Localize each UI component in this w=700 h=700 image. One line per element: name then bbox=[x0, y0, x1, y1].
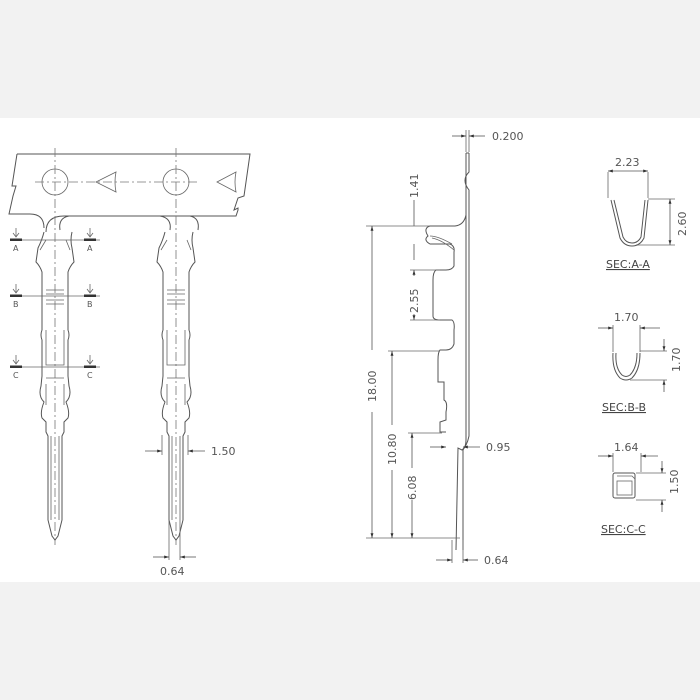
svg-text:1.64: 1.64 bbox=[614, 441, 639, 454]
svg-text:2.55: 2.55 bbox=[408, 289, 421, 314]
technical-drawing: A A B B C C 1.50 bbox=[8, 130, 689, 578]
svg-text:6.08: 6.08 bbox=[406, 476, 419, 501]
svg-text:10.80: 10.80 bbox=[386, 434, 399, 466]
dimension-1-50: 1.50 bbox=[145, 435, 236, 458]
svg-text:0.95: 0.95 bbox=[486, 441, 511, 454]
svg-text:1.50: 1.50 bbox=[211, 445, 236, 458]
svg-text:2.60: 2.60 bbox=[676, 212, 689, 237]
svg-text:0.64: 0.64 bbox=[160, 565, 185, 578]
svg-text:C: C bbox=[87, 371, 93, 380]
side-view: 0.200 1.41 2.55 18.00 10.80 bbox=[366, 130, 524, 567]
svg-text:1.70: 1.70 bbox=[670, 348, 683, 373]
section-a-a: 2.23 2.60 SEC:A-A bbox=[606, 156, 689, 271]
terminal-left bbox=[35, 231, 75, 541]
section-c-c: 1.64 1.50 SEC:C-C bbox=[598, 441, 681, 536]
dimension-2-55: 2.55 bbox=[408, 269, 440, 321]
svg-text:B: B bbox=[13, 300, 19, 309]
dimension-0-64-front: 0.64 bbox=[153, 520, 196, 578]
section-b-b: 1.70 1.70 SEC:B-B bbox=[598, 311, 683, 414]
svg-text:1.41: 1.41 bbox=[408, 174, 421, 199]
section-marker-b: B B bbox=[10, 284, 100, 309]
dimension-6-08: 6.08 bbox=[406, 432, 442, 538]
dimension-0-64-side: 0.64 bbox=[436, 540, 509, 567]
triangle-mark-icon bbox=[216, 171, 237, 193]
svg-text:SEC:A-A: SEC:A-A bbox=[606, 258, 650, 271]
front-view: A A B B C C 1.50 bbox=[8, 148, 251, 578]
drawing-canvas: A A B B C C 1.50 bbox=[0, 118, 700, 582]
svg-text:0.200: 0.200 bbox=[492, 130, 524, 143]
svg-text:SEC:B-B: SEC:B-B bbox=[602, 401, 646, 414]
svg-text:1.70: 1.70 bbox=[614, 311, 639, 324]
svg-text:A: A bbox=[13, 244, 19, 253]
dimension-1-41: 1.41 bbox=[408, 174, 421, 260]
svg-text:C: C bbox=[13, 371, 19, 380]
terminal-right bbox=[156, 231, 196, 541]
section-marker-a: A A bbox=[10, 228, 100, 253]
svg-text:2.23: 2.23 bbox=[615, 156, 640, 169]
svg-text:0.64: 0.64 bbox=[484, 554, 509, 567]
dimension-10-80: 10.80 bbox=[386, 350, 440, 538]
svg-text:A: A bbox=[87, 244, 93, 253]
dimension-0-95: 0.95 bbox=[430, 441, 511, 454]
dimension-0-200: 0.200 bbox=[452, 130, 524, 152]
svg-text:1.50: 1.50 bbox=[668, 470, 681, 495]
section-marker-c: C C bbox=[10, 355, 100, 380]
dimension-18-00: 18.00 bbox=[366, 225, 460, 539]
svg-text:SEC:C-C: SEC:C-C bbox=[601, 523, 646, 536]
svg-text:B: B bbox=[87, 300, 93, 309]
svg-text:18.00: 18.00 bbox=[366, 371, 379, 403]
